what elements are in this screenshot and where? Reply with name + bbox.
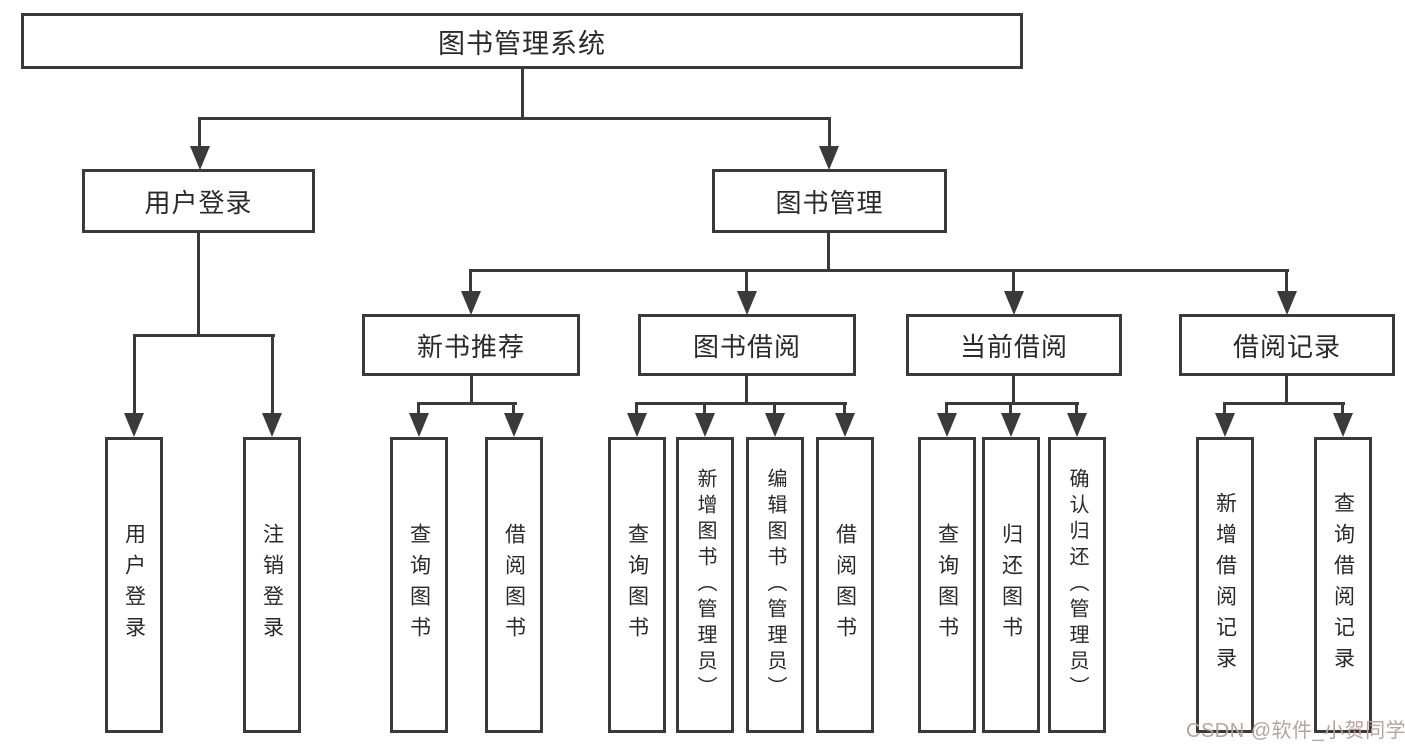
down-arrow-icon (1333, 413, 1353, 437)
node-book-borrowing: 图书借阅 (638, 314, 856, 376)
leaf-cb-query-books-label: 查询图书 (935, 523, 959, 647)
leaf-bb-query-books-label: 查询图书 (625, 523, 649, 647)
connector-line (1223, 402, 1345, 405)
connector-line (945, 402, 948, 416)
connector-line (745, 376, 748, 404)
leaf-logout-login-label: 注销登录 (260, 523, 284, 647)
leaf-br-add-record: 新增借阅记录 (1196, 437, 1254, 733)
node-book-management: 图书管理 (712, 169, 947, 233)
connector-line (1075, 402, 1078, 416)
leaf-br-query-record-label: 查询借阅记录 (1331, 492, 1355, 678)
connector-line (1012, 269, 1015, 293)
node-current-borrowing-label: 当前借阅 (959, 331, 1068, 362)
node-book-management-label: 图书管理 (775, 187, 884, 218)
down-arrow-icon (819, 146, 839, 170)
connector-line (470, 376, 473, 404)
down-arrow-icon (1001, 413, 1021, 437)
down-arrow-icon (461, 291, 481, 315)
down-arrow-icon (190, 146, 210, 170)
down-arrow-icon (1004, 291, 1024, 315)
leaf-cb-query-books: 查询图书 (918, 437, 976, 733)
leaf-bb-add-books-admin: 新增图书（管理员） (676, 437, 734, 733)
connector-line (521, 68, 524, 119)
down-arrow-icon (504, 413, 524, 437)
leaf-bb-add-books-admin-label: 新增图书（管理员） (694, 468, 716, 702)
connector-line (417, 402, 420, 416)
connector-line (635, 402, 847, 405)
down-arrow-icon (765, 413, 785, 437)
down-arrow-icon (409, 413, 429, 437)
down-arrow-icon (1067, 413, 1087, 437)
node-user-login: 用户登录 (82, 169, 315, 233)
leaf-bb-edit-books-admin: 编辑图书（管理员） (746, 437, 804, 733)
connector-line (703, 402, 706, 416)
node-book-borrowing-label: 图书借阅 (692, 331, 801, 362)
leaf-nb-query-books-label: 查询图书 (407, 523, 431, 647)
connector-line (635, 402, 638, 416)
leaf-user-login: 用户登录 (105, 437, 163, 733)
node-current-borrowing: 当前借阅 (906, 314, 1122, 376)
connector-line (133, 334, 275, 337)
leaf-nb-borrow-books: 借阅图书 (485, 437, 543, 733)
connector-line (745, 269, 748, 293)
leaf-bb-borrow-books: 借阅图书 (816, 437, 874, 733)
down-arrow-icon (262, 413, 282, 437)
connector-line (198, 117, 829, 120)
node-user-login-label: 用户登录 (144, 187, 253, 218)
connector-line (469, 269, 472, 293)
connector-line (1012, 376, 1015, 404)
node-new-book-recommend: 新书推荐 (362, 314, 580, 376)
connector-line (1341, 402, 1344, 416)
down-arrow-icon (835, 413, 855, 437)
node-borrowing-records: 借阅记录 (1179, 314, 1395, 376)
connector-line (1009, 402, 1012, 416)
leaf-br-query-record: 查询借阅记录 (1314, 437, 1372, 733)
down-arrow-icon (695, 413, 715, 437)
leaf-user-login-label: 用户登录 (122, 523, 146, 647)
node-borrowing-records-label: 借阅记录 (1232, 331, 1341, 362)
node-new-book-recommend-label: 新书推荐 (416, 331, 525, 362)
leaf-bb-borrow-books-label: 借阅图书 (833, 523, 857, 647)
connector-line (1223, 402, 1226, 416)
watermark-text: CSDN @软件_小贺同学 (1186, 720, 1405, 742)
connector-line (271, 334, 274, 414)
leaf-cb-return-books: 归还图书 (982, 437, 1040, 733)
leaf-nb-borrow-books-label: 借阅图书 (502, 523, 526, 647)
connector-line (773, 402, 776, 416)
leaf-cb-return-books-label: 归还图书 (999, 523, 1023, 647)
down-arrow-icon (124, 413, 144, 437)
connector-line (512, 402, 515, 416)
connector-line (198, 117, 201, 148)
connector-line (197, 233, 200, 337)
leaf-nb-query-books: 查询图书 (390, 437, 448, 733)
leaf-bb-edit-books-admin-label: 编辑图书（管理员） (764, 468, 786, 702)
down-arrow-icon (627, 413, 647, 437)
connector-line (417, 402, 517, 405)
connector-line (827, 233, 830, 271)
connector-line (469, 269, 1289, 272)
connector-line (133, 334, 136, 414)
leaf-cb-confirm-return-admin-label: 确认归还（管理员） (1066, 468, 1088, 702)
down-arrow-icon (1215, 413, 1235, 437)
connector-line (828, 117, 831, 148)
node-library-system: 图书管理系统 (21, 13, 1023, 69)
connector-line (1285, 376, 1288, 404)
leaf-br-add-record-label: 新增借阅记录 (1213, 492, 1237, 678)
down-arrow-icon (1277, 291, 1297, 315)
connector-line (945, 402, 1079, 405)
node-library-system-label: 图书管理系统 (438, 28, 606, 59)
leaf-logout-login: 注销登录 (243, 437, 301, 733)
down-arrow-icon (937, 413, 957, 437)
leaf-cb-confirm-return-admin: 确认归还（管理员） (1048, 437, 1106, 733)
connector-line (1285, 269, 1288, 293)
leaf-bb-query-books: 查询图书 (608, 437, 666, 733)
connector-line (843, 402, 846, 416)
down-arrow-icon (737, 291, 757, 315)
